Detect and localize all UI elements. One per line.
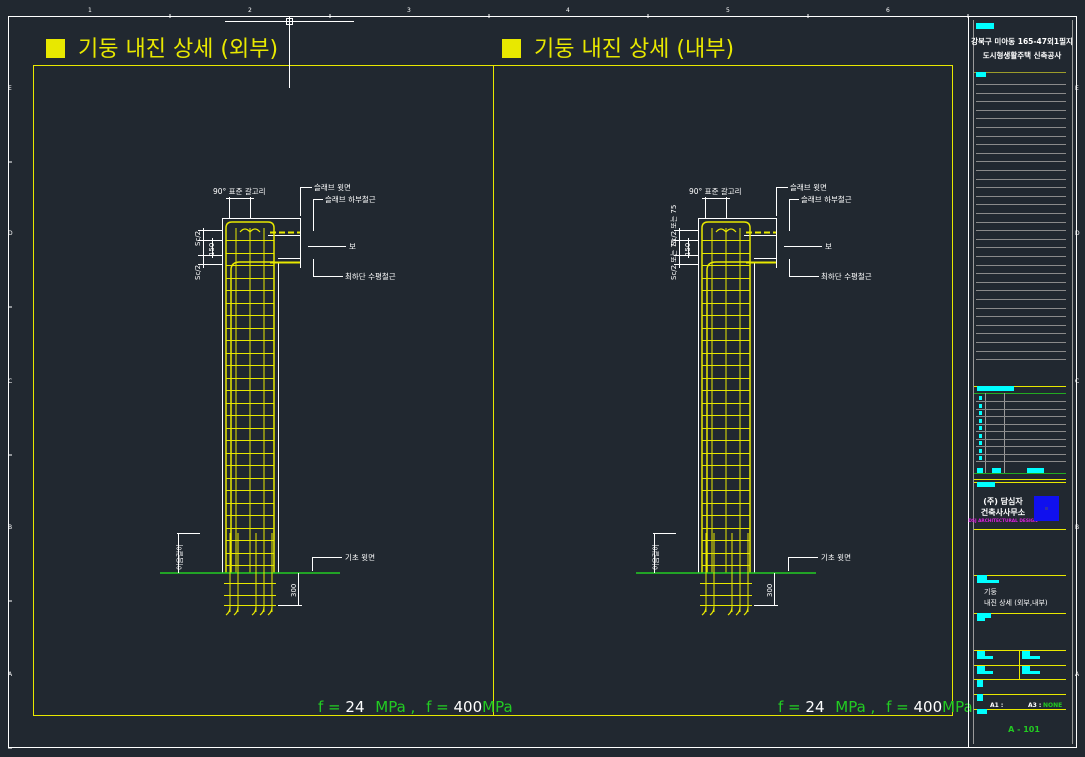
spec-f1: f =: [318, 698, 341, 716]
dowel-hooks: [225, 606, 273, 616]
detail-title-interior: 기둥 내진 상세 (내부): [534, 37, 734, 62]
crosshair-cursor-icon: [225, 16, 354, 88]
ruler-right-label: E: [1075, 85, 1079, 92]
ruler-left-label: E: [8, 85, 12, 92]
spec-f1: f =: [778, 698, 801, 716]
firm-name-line2: 건축사사무소: [981, 507, 1026, 517]
rebar-cage: [225, 221, 275, 573]
scale-a3-label: A3 :: [1028, 702, 1041, 709]
beam-label: 보: [349, 242, 356, 251]
spec-u2: MPa: [482, 698, 513, 716]
title-marker-icon: [46, 39, 65, 58]
spec-u1: MPa ,: [835, 698, 875, 716]
ruler-right-label: C: [1075, 378, 1079, 385]
rebar-cage: [701, 221, 751, 573]
hook-label: 90° 표준 갈고리: [213, 187, 266, 196]
ruler-top-label: 2: [248, 7, 252, 14]
title-block: 강북구 미아동 165-47외1필지 도시형생활주택 신축공사 (주) 담심자 …: [968, 16, 1073, 748]
sc-top-dim: Sc/2: [194, 231, 202, 246]
hook-icon: [239, 228, 261, 233]
revision-marker: [979, 404, 982, 408]
ruler-top-label: 6: [886, 7, 890, 14]
scale-a1: A1 :: [990, 702, 1003, 709]
firm-name-line1: (주) 담심자: [983, 496, 1023, 506]
ruler-top-label: 5: [726, 7, 730, 14]
slab-top-label: 슬래브 윗면: [790, 182, 827, 192]
drawing-name-line1: 기둥: [984, 587, 997, 596]
ruler-left-label: A: [8, 671, 13, 678]
sheet-number: A - 101: [1008, 725, 1040, 734]
splice-length-dim: 이음길이: [651, 544, 660, 570]
sc-bottom-dim: Sc/2: [194, 265, 202, 280]
project-name-line2: 도시형생활주택 신축공사: [983, 50, 1062, 60]
sc-top-dim: Sc/2 또는 75: [670, 205, 678, 246]
slab-bottom-bar-label: 슬래브 하부철근: [801, 194, 852, 204]
ruler-right-label: A: [1075, 671, 1080, 678]
material-spec-interior: f = 24 MPa , f = 400MPa: [778, 698, 973, 716]
sheet-border: [8, 16, 1077, 748]
depth-dim: 300: [290, 584, 298, 597]
ruler-left-label: D: [8, 230, 13, 237]
detail-title-exterior: 기둥 내진 상세 (외부): [78, 37, 278, 62]
foundation-top-label: 기초 윗면: [345, 552, 375, 562]
project-name-line1: 강북구 미아동 165-47외1필지: [971, 36, 1073, 46]
spec-f2: f =: [886, 698, 909, 716]
lowest-bar-label: 최하단 수평철근: [345, 271, 396, 281]
revision-marker: [979, 456, 982, 460]
revision-marker: [979, 441, 982, 445]
beam-bar: [706, 261, 750, 573]
spec-v1: 24: [345, 698, 364, 716]
ruler-left-label: B: [8, 524, 12, 531]
revision-marker: [979, 426, 982, 430]
hook-icon: [715, 228, 737, 233]
revision-marker: [979, 411, 982, 415]
spec-v2: 400: [454, 698, 483, 716]
material-spec-exterior: f = 24 MPa , f = 400MPa: [318, 698, 513, 716]
depth-dim: 300: [766, 584, 774, 597]
lowest-bar-label: 최하단 수평철근: [821, 271, 872, 281]
ruler-top-label: 3: [407, 7, 411, 14]
sc-bottom-dim: Sc/2 또는 75: [670, 239, 678, 280]
ruler-right-label: B: [1075, 524, 1079, 531]
sheet-rulers: 1 2 3 4 5 6E E D D C C B B A A: [8, 7, 1080, 749]
revision-marker: [979, 419, 982, 423]
beam-label: 보: [825, 242, 832, 251]
drawing-name-line2: 내진 상세 (외부,내부): [984, 598, 1048, 607]
spec-v1: 24: [805, 698, 824, 716]
ruler-left-label: C: [8, 378, 12, 385]
slab-bottom-bar-label: 슬래브 하부철근: [325, 194, 376, 204]
firm-english-name: DSJ ARCHITECTURAL DESIGN: [968, 518, 1038, 524]
revision-marker: [979, 434, 982, 438]
title-marker-icon: [502, 39, 521, 58]
hook-label: 90° 표준 갈고리: [689, 187, 742, 196]
mid-dim: 150: [208, 243, 216, 256]
spec-u1: MPa ,: [375, 698, 415, 716]
slab-top-label: 슬래브 윗면: [314, 182, 351, 192]
revision-marker: [979, 449, 982, 453]
foundation-top-label: 기초 윗면: [821, 552, 851, 562]
spec-f2: f =: [426, 698, 449, 716]
splice-length-dim: 이음길이: [175, 544, 184, 570]
dowel-hooks: [701, 606, 749, 616]
beam-bar: [230, 261, 274, 573]
ruler-right-label: D: [1075, 230, 1080, 237]
ruler-top-label: 4: [566, 7, 570, 14]
ruler-top-label: 1: [88, 7, 92, 14]
mid-dim: 150: [684, 243, 692, 256]
spec-u2: MPa: [942, 698, 973, 716]
revision-marker: [979, 396, 982, 400]
spec-v2: 400: [914, 698, 943, 716]
scale-a3-value: NONE: [1043, 702, 1062, 709]
